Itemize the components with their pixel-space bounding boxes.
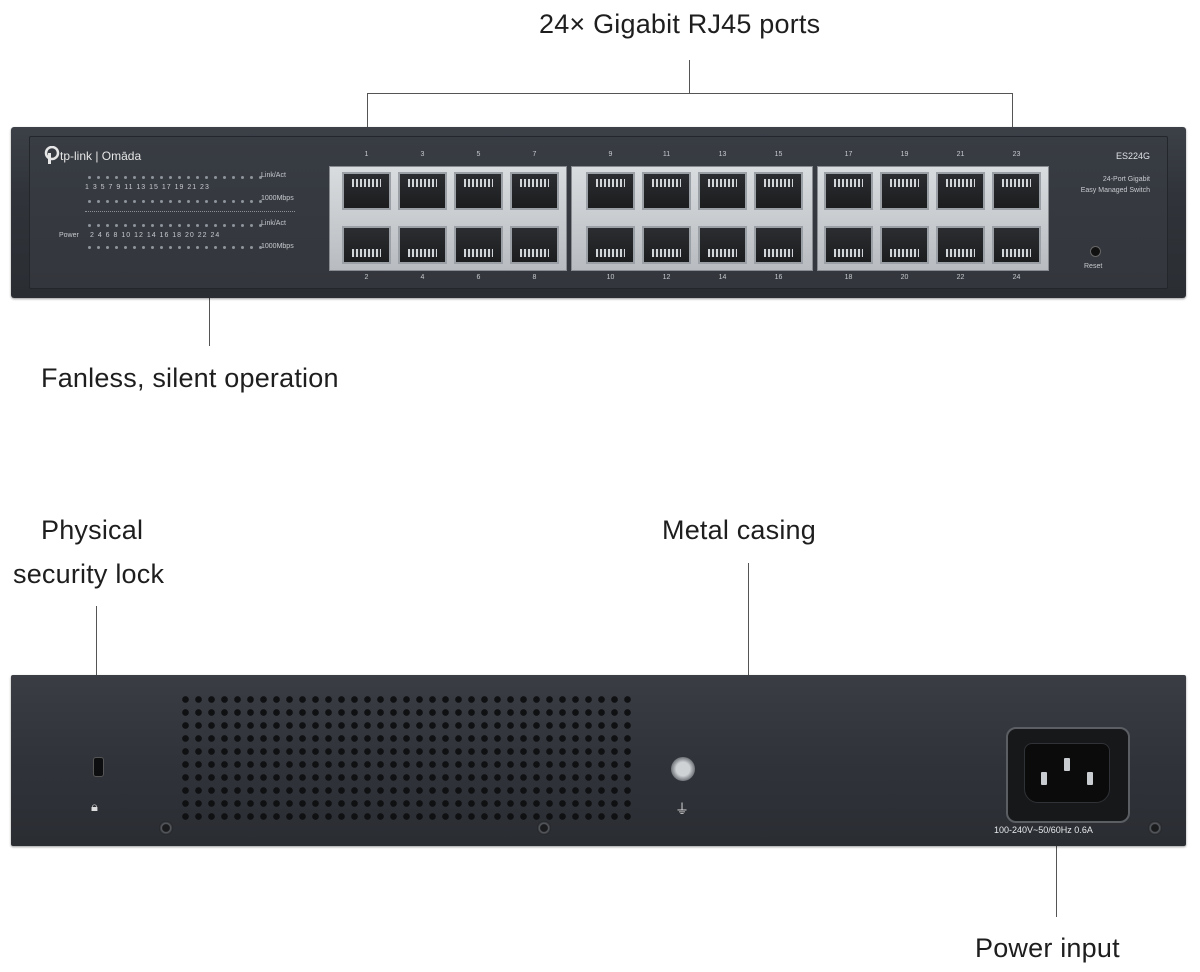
led-row-top-1: [88, 176, 262, 179]
brand-logo-text: tp-link | Omāda: [60, 149, 142, 163]
port-label-10: 10: [606, 274, 615, 281]
port-label-3: 3: [420, 151, 425, 158]
callout-lock-line1: Physical: [41, 515, 144, 545]
callout-power: Power input: [975, 933, 1120, 963]
rj45-port-13[interactable]: [698, 172, 747, 210]
model-subtitle-1: 24-Port Gigabit: [1102, 176, 1150, 183]
rj45-port-17[interactable]: [824, 172, 873, 210]
power-socket-inner: [1024, 743, 1110, 803]
reset-label: Reset: [1084, 263, 1103, 270]
port-label-21: 21: [956, 151, 965, 158]
power-pin-right: [1087, 772, 1093, 785]
power-rating-label: 100-240V~50/60Hz 0.6A: [994, 825, 1093, 835]
led-divider: [85, 211, 295, 212]
port-label-9: 9: [608, 151, 613, 158]
screw-left: [159, 821, 173, 835]
rj45-port-20[interactable]: [880, 226, 929, 264]
rj45-port-9[interactable]: [586, 172, 635, 210]
grounding-screw: [671, 757, 695, 781]
rj45-port-8[interactable]: [510, 226, 559, 264]
rj45-port-14[interactable]: [698, 226, 747, 264]
led-row-bottom-2: [88, 246, 262, 249]
speed-label-1: 1000Mbps: [261, 195, 294, 202]
rj45-port-18[interactable]: [824, 226, 873, 264]
port-label-24: 24: [1012, 274, 1021, 281]
port-label-22: 22: [956, 274, 965, 281]
ports-callout-bracket: [367, 93, 1013, 94]
link-act-label-2: Link/Act: [261, 220, 286, 227]
rj45-port-11[interactable]: [642, 172, 691, 210]
callout-ports: 24× Gigabit RJ45 ports: [539, 9, 821, 39]
port-label-23: 23: [1012, 151, 1021, 158]
speed-label-2: 1000Mbps: [261, 243, 294, 250]
port-label-16: 16: [774, 274, 783, 281]
port-label-6: 6: [476, 274, 481, 281]
led-row-bottom-1: [88, 224, 262, 227]
tp-link-logo-icon: [44, 146, 60, 164]
rj45-port-15[interactable]: [754, 172, 803, 210]
port-label-11: 11: [662, 151, 671, 158]
model-name: ES224G: [1115, 151, 1150, 161]
fanless-callout-line: [209, 298, 210, 346]
metal-callout-line: [748, 563, 749, 675]
power-pin-earth: [1064, 758, 1070, 771]
rj45-port-6[interactable]: [454, 226, 503, 264]
reset-button[interactable]: [1090, 246, 1101, 257]
port-label-14: 14: [718, 274, 727, 281]
rj45-port-4[interactable]: [398, 226, 447, 264]
rj45-port-7[interactable]: [510, 172, 559, 210]
led-row-top-2: [88, 200, 262, 203]
switch-front-panel: tp-link | Omāda 1 3 5 7 9 11 13 15 17 19…: [11, 127, 1186, 298]
port-label-20: 20: [900, 274, 909, 281]
link-act-label-1: Link/Act: [261, 172, 286, 179]
switch-rear-panel: 🔒︎ ⏚ 100-240V~50/60Hz 0.6A: [11, 675, 1186, 846]
port-label-17: 17: [844, 151, 853, 158]
rj45-port-12[interactable]: [642, 226, 691, 264]
ports-callout-right-drop: [1012, 93, 1013, 136]
port-label-5: 5: [476, 151, 481, 158]
rj45-port-21[interactable]: [936, 172, 985, 210]
led-bottom-numbers: 2 4 6 8 10 12 14 16 18 20 22 24: [90, 232, 221, 239]
ports-callout-stem: [689, 60, 690, 93]
power-callout-line: [1056, 843, 1057, 917]
rj45-port-19[interactable]: [880, 172, 929, 210]
rj45-port-1[interactable]: [342, 172, 391, 210]
port-label-15: 15: [774, 151, 783, 158]
rj45-port-5[interactable]: [454, 172, 503, 210]
port-label-4: 4: [420, 274, 425, 281]
callout-metal: Metal casing: [662, 515, 816, 545]
front-faceplate: tp-link | Omāda 1 3 5 7 9 11 13 15 17 19…: [29, 136, 1168, 289]
rj45-port-10[interactable]: [586, 226, 635, 264]
power-led-label: Power: [59, 232, 79, 239]
rj45-port-3[interactable]: [398, 172, 447, 210]
callout-lock-line2: security lock: [13, 559, 165, 589]
port-label-7: 7: [532, 151, 537, 158]
screw-middle: [537, 821, 551, 835]
screw-right: [1148, 821, 1162, 835]
led-top-numbers: 1 3 5 7 9 11 13 15 17 19 21 23: [85, 184, 210, 191]
rj45-port-23[interactable]: [992, 172, 1041, 210]
lock-icon: 🔒︎: [91, 799, 98, 814]
model-subtitle-2: Easy Managed Switch: [1080, 187, 1150, 194]
ports-callout-left-drop: [367, 93, 368, 136]
ventilation-grille: [179, 693, 637, 823]
callout-fanless: Fanless, silent operation: [41, 363, 339, 393]
port-label-8: 8: [532, 274, 537, 281]
ground-icon: ⏚: [675, 801, 689, 817]
port-label-19: 19: [900, 151, 909, 158]
port-label-12: 12: [662, 274, 671, 281]
port-label-1: 1: [364, 151, 369, 158]
rj45-port-2[interactable]: [342, 226, 391, 264]
security-lock-slot[interactable]: [93, 757, 104, 777]
rj45-port-24[interactable]: [992, 226, 1041, 264]
port-label-2: 2: [364, 274, 369, 281]
power-pin-left: [1041, 772, 1047, 785]
port-label-18: 18: [844, 274, 853, 281]
rj45-port-22[interactable]: [936, 226, 985, 264]
port-label-13: 13: [718, 151, 727, 158]
rj45-port-16[interactable]: [754, 226, 803, 264]
power-input-socket[interactable]: [1006, 727, 1130, 823]
